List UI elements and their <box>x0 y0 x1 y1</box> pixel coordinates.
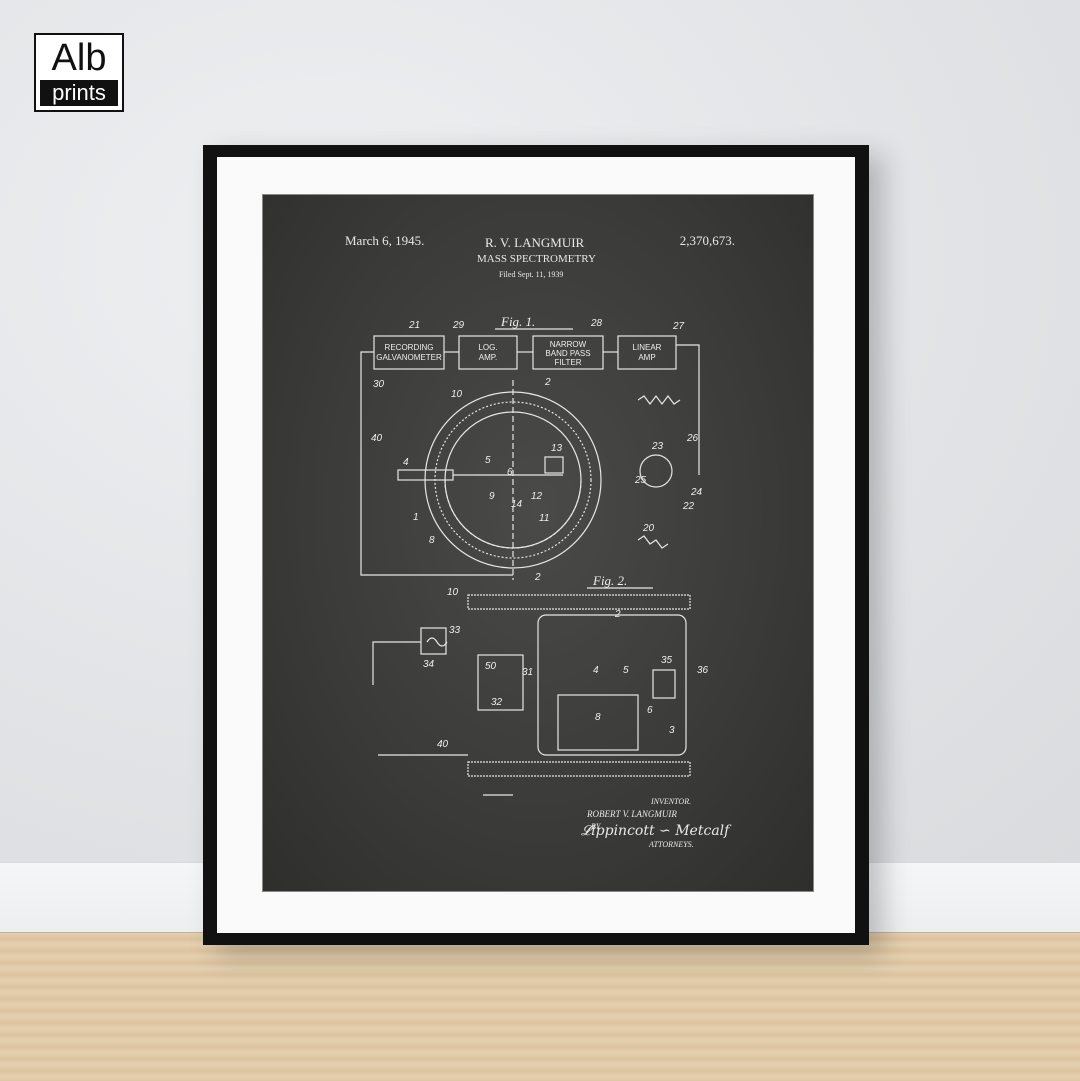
oscillator-symbol <box>426 637 448 647</box>
housing-bottom-wall <box>467 761 691 777</box>
logo-text-bottom: prints <box>40 80 118 106</box>
ref-20: 20 <box>642 523 655 534</box>
ref-14: 14 <box>511 499 523 510</box>
ref-26: 26 <box>686 433 699 444</box>
ref-1: 1 <box>413 512 419 523</box>
resistor-top <box>637 395 681 405</box>
log-amp-label-1: LOG. <box>478 343 497 352</box>
wire-fig2-a <box>372 641 421 685</box>
magnet-8 <box>557 694 639 751</box>
ref-8: 8 <box>429 535 435 546</box>
wire-4 <box>676 344 700 475</box>
linear-amp-label-1: LINEAR <box>633 343 662 352</box>
ref-29: 29 <box>452 320 465 331</box>
ref-24: 24 <box>690 487 703 498</box>
albprints-logo: Alb prints <box>34 33 124 112</box>
source-50 <box>477 654 524 711</box>
attorneys-label: ATTORNEYS. <box>649 840 694 849</box>
collector-13 <box>544 456 564 474</box>
patent-date: March 6, 1945. <box>345 233 425 248</box>
inventor-name: ROBERT V. LANGMUIR <box>587 809 677 819</box>
ref-25: 25 <box>634 475 647 486</box>
resistor-bottom <box>637 535 669 549</box>
ref-5-fig2: 5 <box>623 665 629 676</box>
ref-11: 11 <box>539 513 549 524</box>
ref-6-fig2: 6 <box>647 705 653 716</box>
ref-13: 13 <box>551 443 563 454</box>
ref-12: 12 <box>531 491 543 502</box>
patent-filed-date: Filed Sept. 11, 1939 <box>499 270 564 279</box>
recording-label-1: RECORDING <box>385 343 434 352</box>
ref-5: 5 <box>485 455 491 466</box>
vacuum-tube <box>639 454 673 488</box>
ref-21: 21 <box>408 320 420 331</box>
ref-9: 9 <box>489 491 495 502</box>
ref-2-fig2: 2 <box>614 609 621 620</box>
ref-36: 36 <box>697 665 709 676</box>
ref-31: 31 <box>522 667 533 678</box>
ref-34: 34 <box>423 659 435 670</box>
wooden-floor <box>0 932 1080 1081</box>
filter-label-1: NARROW <box>550 340 587 349</box>
oscillator-box <box>420 627 447 655</box>
ref-10: 10 <box>451 389 463 400</box>
patent-print: March 6, 1945. R. V. LANGMUIR 2,370,673.… <box>262 194 814 892</box>
by-label: BY <box>591 822 601 831</box>
ref-32: 32 <box>491 697 503 708</box>
log-amp-label-2: AMP. <box>479 353 498 362</box>
patent-inventor-header: R. V. LANGMUIR <box>485 235 585 250</box>
ref-33: 33 <box>449 625 461 636</box>
ref-22: 22 <box>682 501 695 512</box>
ref-50: 50 <box>485 661 497 672</box>
filter-label-2: BAND PASS <box>545 349 590 358</box>
patent-drawing: Fig. 1. RECORDING GALVANOMETER LOG. AMP.… <box>360 314 709 796</box>
wire-5 <box>360 351 513 576</box>
fig2-label: Fig. 2. <box>592 573 627 588</box>
fig1-label: Fig. 1. <box>500 314 535 329</box>
collector-35 <box>652 669 676 699</box>
ref-2-bottom: 2 <box>534 572 541 583</box>
inventor-label: INVENTOR. <box>651 797 692 806</box>
ref-2-top: 2 <box>544 377 551 388</box>
ref-6: 6 <box>507 467 513 478</box>
attorney-signature: 𝓛ippincott ∽ Metcalf <box>581 823 730 839</box>
ref-4: 4 <box>403 457 409 468</box>
ref-30: 30 <box>373 379 385 390</box>
logo-text-top: Alb <box>51 37 107 79</box>
ref-35: 35 <box>661 655 673 666</box>
ref-28: 28 <box>590 318 603 329</box>
patent-title: MASS SPECTROMETRY <box>477 253 596 265</box>
linear-amp-label-2: AMP <box>638 353 655 362</box>
ref-40: 40 <box>371 433 383 444</box>
ref-10-fig2: 10 <box>447 587 459 598</box>
ref-3: 3 <box>669 725 675 736</box>
patent-number: 2,370,673. <box>679 233 735 248</box>
ref-40-fig2: 40 <box>437 739 449 750</box>
ref-27: 27 <box>672 321 685 332</box>
filter-label-3: FILTER <box>555 358 582 367</box>
ref-4-fig2: 4 <box>593 665 599 676</box>
ref-23: 23 <box>651 441 664 452</box>
recording-label-2: GALVANOMETER <box>376 353 442 362</box>
ref-8-fig2: 8 <box>595 712 601 723</box>
chamber-outer <box>537 614 687 756</box>
housing-top-wall <box>467 594 691 610</box>
